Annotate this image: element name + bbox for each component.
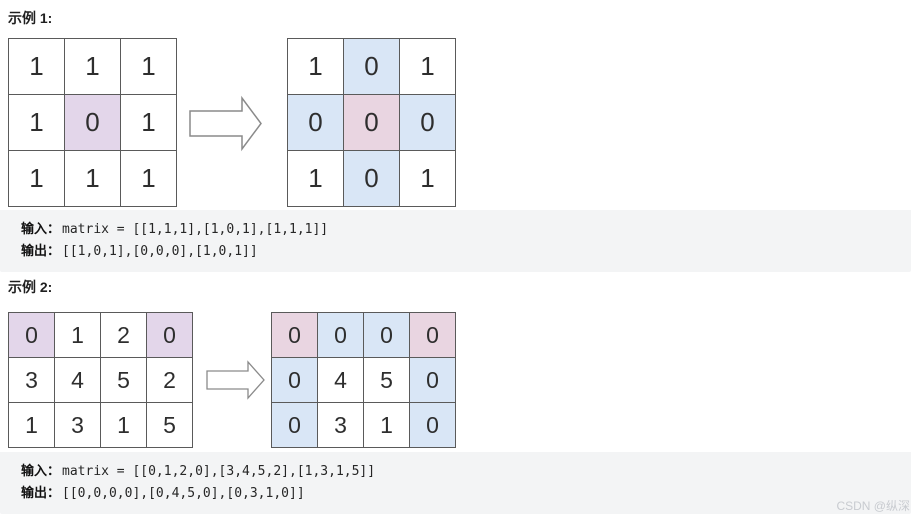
matrix-cell: 4 bbox=[318, 358, 364, 403]
matrix-cell: 0 bbox=[344, 151, 400, 207]
transform-arrow-icon bbox=[206, 360, 265, 400]
matrix-cell: 1 bbox=[9, 151, 65, 207]
matrix-cell: 0 bbox=[65, 95, 121, 151]
matrix-cell: 3 bbox=[318, 403, 364, 448]
matrix-cell: 0 bbox=[410, 313, 456, 358]
matrix-cell: 0 bbox=[9, 313, 55, 358]
matrix-cell: 0 bbox=[344, 39, 400, 95]
matrix-cell: 0 bbox=[272, 313, 318, 358]
matrix-cell: 1 bbox=[9, 39, 65, 95]
input-label: 输入： bbox=[21, 221, 61, 236]
watermark: CSDN @纵深 bbox=[836, 499, 910, 513]
matrix-cell: 1 bbox=[288, 151, 344, 207]
output-label: 输出： bbox=[21, 243, 61, 258]
output-label: 输出： bbox=[21, 485, 61, 500]
output-line: 输出：[[0,0,0,0],[0,4,5,0],[0,3,1,0]] bbox=[21, 482, 911, 504]
matrix-cell: 1 bbox=[101, 403, 147, 448]
matrix-cell: 1 bbox=[121, 151, 177, 207]
matrix-cell: 1 bbox=[65, 151, 121, 207]
matrix-cell: 0 bbox=[400, 95, 456, 151]
matrix-cell: 0 bbox=[410, 358, 456, 403]
matrix-cell: 5 bbox=[147, 403, 193, 448]
matrix-cell: 1 bbox=[288, 39, 344, 95]
output-line: 输出：[[1,0,1],[0,0,0],[1,0,1]] bbox=[21, 240, 911, 262]
matrix-cell: 1 bbox=[400, 151, 456, 207]
matrix-cell: 5 bbox=[364, 358, 410, 403]
matrix-cell: 3 bbox=[9, 358, 55, 403]
matrix-cell: 1 bbox=[65, 39, 121, 95]
input-line: 输入：matrix = [[0,1,2,0],[3,4,5,2],[1,3,1,… bbox=[21, 460, 911, 482]
matrix-cell: 1 bbox=[121, 95, 177, 151]
matrix-cell: 0 bbox=[288, 95, 344, 151]
input-label: 输入： bbox=[21, 463, 61, 478]
matrix-cell: 1 bbox=[9, 95, 65, 151]
matrix-cell: 2 bbox=[101, 313, 147, 358]
matrix-cell: 1 bbox=[9, 403, 55, 448]
matrix-cell: 1 bbox=[121, 39, 177, 95]
transform-arrow-icon bbox=[189, 95, 262, 152]
matrix-cell: 0 bbox=[272, 403, 318, 448]
output-value: [[0,0,0,0],[0,4,5,0],[0,3,1,0]] bbox=[62, 486, 305, 501]
matrix-cell: 0 bbox=[272, 358, 318, 403]
matrix-cell: 0 bbox=[147, 313, 193, 358]
matrix-cell: 4 bbox=[55, 358, 101, 403]
example-1-title: 示例 1: bbox=[8, 10, 53, 26]
matrix-cell: 0 bbox=[364, 313, 410, 358]
matrix-cell: 1 bbox=[400, 39, 456, 95]
input-value: matrix = [[0,1,2,0],[3,4,5,2],[1,3,1,5]] bbox=[62, 464, 376, 479]
output-value: [[1,0,1],[0,0,0],[1,0,1]] bbox=[62, 244, 258, 259]
example-1-io-block: 输入：matrix = [[1,1,1],[1,0,1],[1,1,1]] 输出… bbox=[0, 210, 911, 272]
matrix-cell: 5 bbox=[101, 358, 147, 403]
matrix-cell: 2 bbox=[147, 358, 193, 403]
matrix-cell: 0 bbox=[410, 403, 456, 448]
input-value: matrix = [[1,1,1],[1,0,1],[1,1,1]] bbox=[62, 222, 329, 237]
input-line: 输入：matrix = [[1,1,1],[1,0,1],[1,1,1]] bbox=[21, 218, 911, 240]
matrix-cell: 1 bbox=[364, 403, 410, 448]
matrix-cell: 3 bbox=[55, 403, 101, 448]
matrix-cell: 0 bbox=[318, 313, 364, 358]
matrix-cell: 1 bbox=[55, 313, 101, 358]
matrix-cell: 0 bbox=[344, 95, 400, 151]
example-2-io-block: 输入：matrix = [[0,1,2,0],[3,4,5,2],[1,3,1,… bbox=[0, 452, 911, 514]
example-2-title: 示例 2: bbox=[8, 279, 53, 295]
